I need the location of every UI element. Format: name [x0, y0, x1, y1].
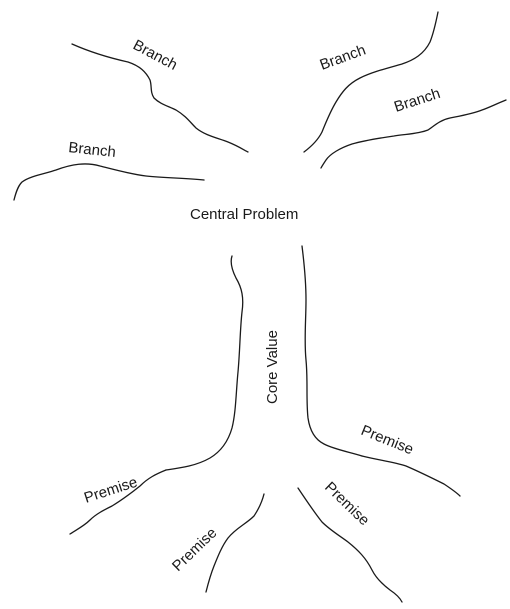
premise-line-right [361, 455, 461, 497]
premise-label-lower-left: Premise [169, 524, 220, 574]
premise-line-lower-right [297, 487, 403, 603]
premise-label-lower-right: Premise [321, 479, 372, 529]
branch-label-top-left: Branch [130, 37, 180, 74]
branch-line-top-right [303, 11, 439, 153]
premise-line-left [69, 469, 167, 535]
branch-line-right [320, 99, 507, 169]
trunk-line-right [301, 245, 363, 457]
premise-label-left: Premise [82, 474, 140, 507]
branch-line-top-left [71, 43, 249, 153]
central-problem-label: Central Problem [190, 206, 298, 223]
premise-label-right: Premise [359, 422, 416, 458]
branch-label-left: Branch [68, 139, 117, 161]
core-value-label: Core Value [264, 330, 281, 404]
trunk-line-left [165, 255, 244, 471]
branch-label-top-right: Branch [318, 42, 368, 74]
branch-label-right: Branch [392, 85, 442, 116]
premise-line-lower-left [205, 493, 265, 593]
branch-line-left [13, 163, 205, 201]
